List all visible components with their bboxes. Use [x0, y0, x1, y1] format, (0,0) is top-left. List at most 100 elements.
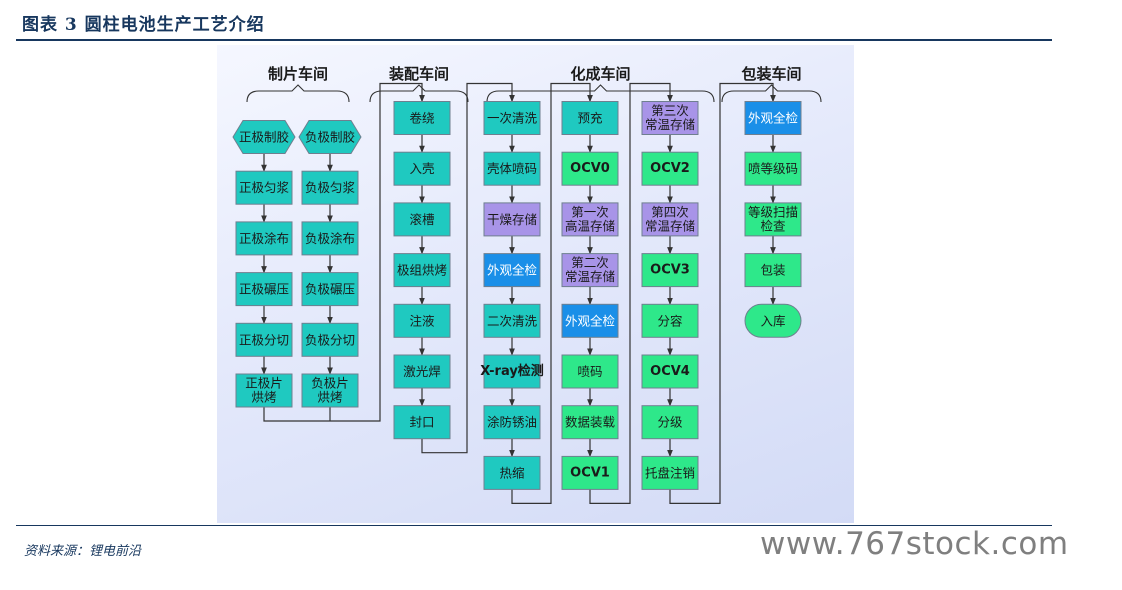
node-label: 外观全检: [565, 313, 616, 328]
node-shape-rect: [561, 455, 619, 490]
node-label: 一次清洗: [487, 111, 538, 126]
process-node: 干燥存储: [483, 202, 541, 237]
process-node: 负极涂布: [301, 221, 359, 256]
title-rule: [16, 39, 1052, 41]
node-shape-rect: [561, 202, 619, 237]
node-label: 分级: [657, 415, 683, 430]
node-label: OCV1: [570, 465, 610, 480]
node-shape-rect: [393, 253, 451, 288]
node-shape-rect: [301, 373, 359, 408]
node-label: 预充: [577, 111, 602, 126]
workshop-header-2: 装配车间: [388, 65, 449, 83]
node-shape-rect: [235, 373, 293, 408]
node-shape-rect: [561, 354, 619, 389]
node-shape-rect: [301, 170, 359, 205]
process-node: 正极涂布: [235, 221, 293, 256]
node-label: 正极碾压: [239, 282, 289, 297]
process-node: OCV0: [561, 151, 619, 186]
figure-title: 图表 3 圆柱电池生产工艺介绍: [22, 15, 265, 35]
node-label: 滚槽: [409, 212, 434, 227]
node-label: 壳体喷码: [487, 161, 537, 176]
node-label: 负极分切: [305, 332, 355, 347]
node-shape-rect: [641, 354, 699, 389]
node-shape-rect: [641, 303, 699, 338]
process-node: 正极分切: [235, 322, 293, 357]
node-shape-rect: [235, 322, 293, 357]
node-shape-hexagon: [298, 120, 362, 154]
process-node: OCV2: [641, 151, 699, 186]
process-node: 滚槽: [393, 202, 451, 237]
node-label: 等级扫描检查: [748, 204, 798, 233]
node-shape-rect: [641, 101, 699, 135]
process-node: 第四次常温存储: [641, 202, 699, 237]
node-label: 第三次常温存储: [645, 103, 695, 132]
workshop-bracket: [486, 84, 715, 103]
node-label: 负极制胶: [305, 130, 355, 145]
node-shape-rect: [744, 151, 802, 186]
node-shape-rect: [744, 101, 802, 135]
process-node: 分容: [641, 303, 699, 338]
node-shape-rect: [483, 354, 541, 389]
process-node: 喷等级码: [744, 151, 802, 186]
node-label: 正极匀浆: [239, 180, 290, 195]
node-shape-rect: [235, 272, 293, 307]
process-node: 涂防锈油: [483, 405, 541, 440]
process-node: 壳体喷码: [483, 151, 541, 186]
node-label: 负极匀浆: [305, 180, 356, 195]
process-node: 激光焊: [393, 354, 451, 389]
node-label: 封口: [409, 415, 434, 430]
node-shape-rect: [561, 405, 619, 440]
node-shape-rect: [393, 303, 451, 338]
process-node: 分级: [641, 405, 699, 440]
node-shape-rect: [641, 202, 699, 237]
node-shape-rect: [641, 253, 699, 288]
node-label: 激光焊: [403, 364, 441, 379]
node-label: X-ray检测: [480, 363, 544, 379]
process-node: 托盘注销: [641, 455, 699, 490]
process-node: 正极碾压: [235, 272, 293, 307]
workshop-header-4: 包装车间: [741, 65, 801, 83]
node-label: 喷等级码: [748, 161, 798, 176]
node-shape-rect: [483, 101, 541, 135]
node-label: 正极片烘烤: [245, 376, 283, 405]
node-shape-rect: [393, 151, 451, 186]
node-shape-rect: [301, 221, 359, 256]
node-label: 热缩: [499, 465, 524, 480]
node-shape-rect: [393, 202, 451, 237]
node-shape-rect: [483, 253, 541, 288]
node-label: 托盘注销: [645, 465, 695, 480]
process-flow-svg: 制片车间装配车间化成车间包装车间正极制胶正极匀浆正极涂布正极碾压正极分切正极片烘…: [232, 65, 822, 504]
process-node: OCV1: [561, 455, 619, 490]
process-node: 外观全检: [744, 101, 802, 135]
process-node: 正极制胶: [232, 120, 296, 154]
process-node: 第三次常温存储: [641, 101, 699, 135]
node-shape-rect: [561, 151, 619, 186]
node-shape-rect: [393, 405, 451, 440]
process-node: 卷绕: [393, 101, 451, 135]
node-shape-rect: [561, 303, 619, 338]
workshop-headers: 制片车间装配车间化成车间包装车间: [246, 65, 822, 103]
node-label: OCV4: [650, 364, 690, 379]
process-node: 负极分切: [301, 322, 359, 357]
node-label: 正极分切: [239, 332, 289, 347]
node-label: 注液: [409, 313, 435, 328]
node-label: 喷码: [577, 364, 602, 379]
process-node: 入库: [744, 303, 802, 338]
node-label: 负极涂布: [305, 231, 355, 246]
process-node: 一次清洗: [483, 101, 541, 135]
node-shape-rect: [483, 405, 541, 440]
node-label: 数据装载: [565, 415, 616, 430]
node-label: 二次清洗: [487, 313, 538, 328]
node-label: 外观全检: [487, 263, 538, 278]
node-shape-rect: [483, 151, 541, 186]
process-node: 负极碾压: [301, 272, 359, 307]
process-node: 注液: [393, 303, 451, 338]
process-node: 正极匀浆: [235, 170, 293, 205]
workshop-bracket: [246, 84, 350, 103]
connector-lines: [261, 82, 776, 504]
node-label: 正极涂布: [239, 231, 289, 246]
node-shape-rect: [641, 405, 699, 440]
